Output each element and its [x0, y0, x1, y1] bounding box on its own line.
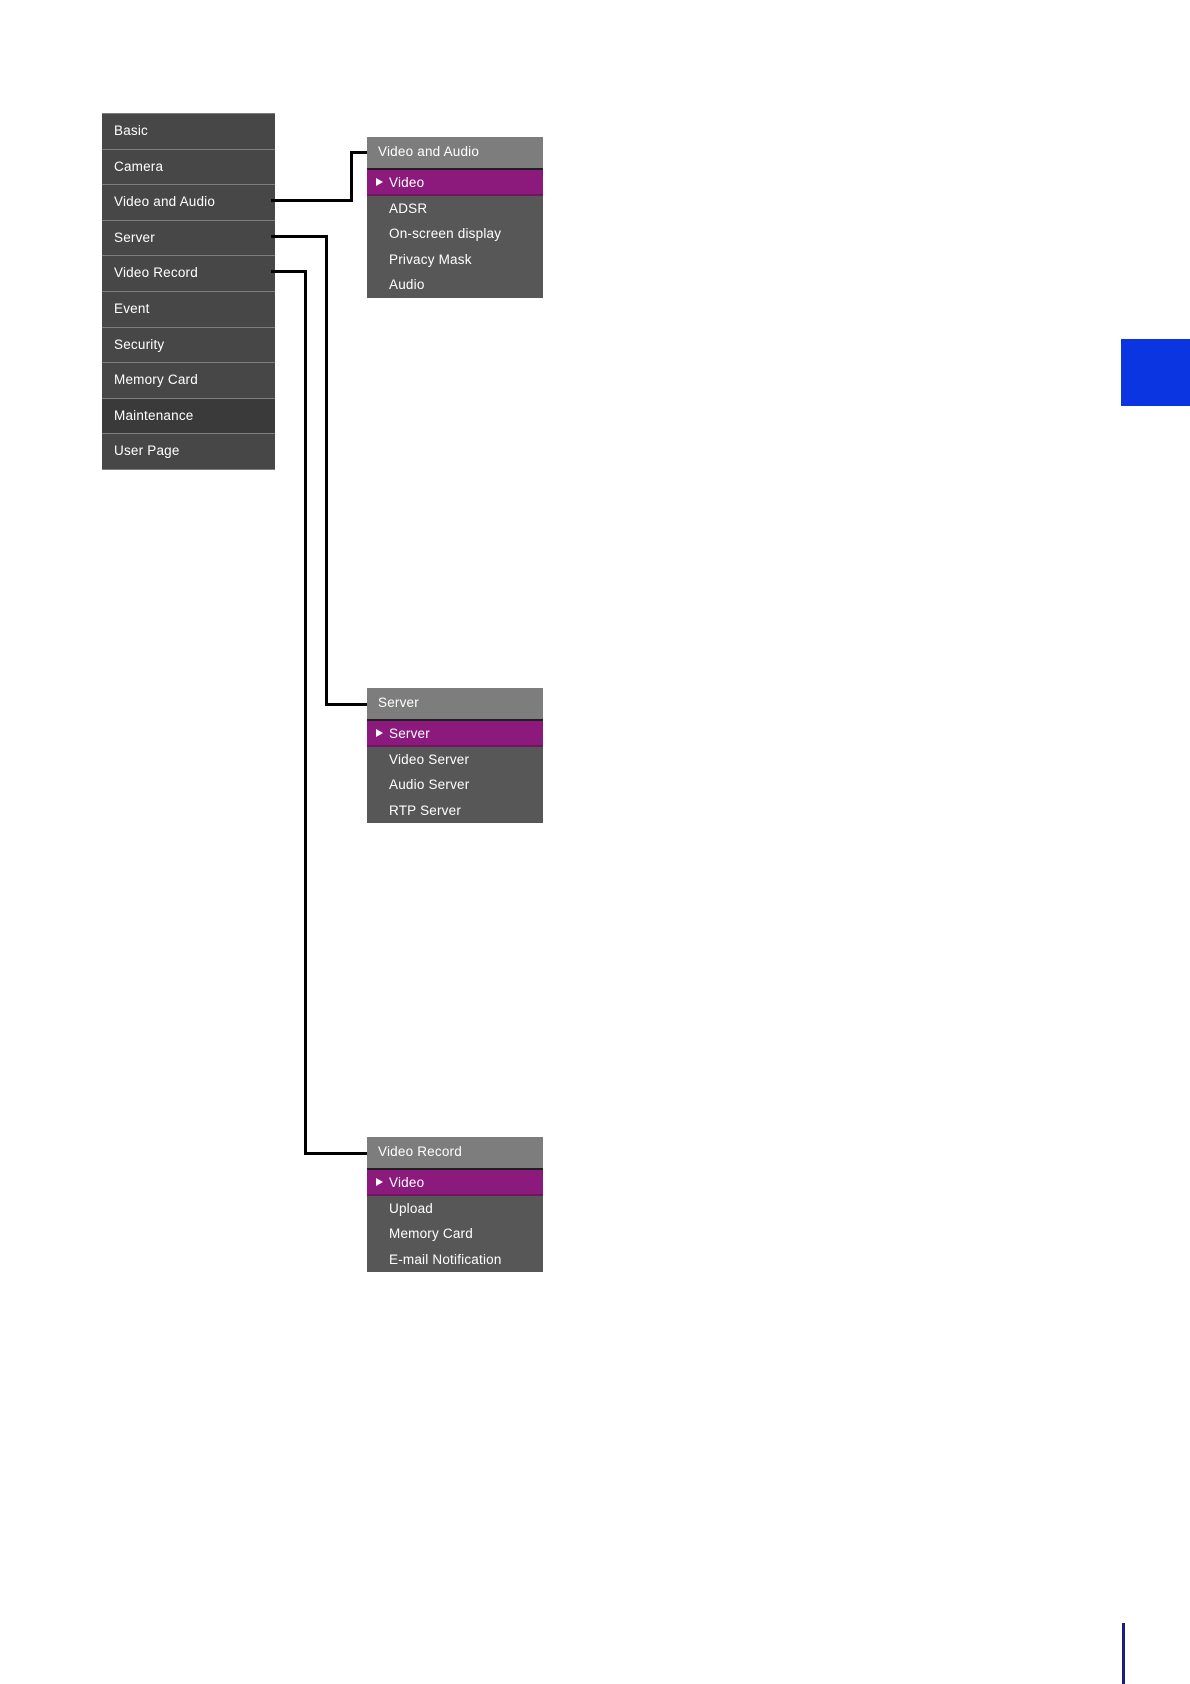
- submenu-item-rtp-server[interactable]: RTP Server: [367, 797, 543, 824]
- menu-item-security[interactable]: Security: [102, 326, 275, 363]
- submenu-panel-video-record: Video Record Video Upload Memory Card E-…: [367, 1137, 543, 1273]
- connector-server-horizontal: [271, 235, 328, 238]
- settings-main-menu: Basic Camera Video and Audio Server Vide…: [102, 113, 275, 470]
- menu-item-memory-card[interactable]: Memory Card: [102, 362, 275, 398]
- connector-server-vertical: [325, 235, 328, 706]
- submenu-header-video-and-audio: Video and Audio: [367, 137, 543, 170]
- selected-arrow-icon: [376, 1178, 383, 1187]
- menu-item-video-record[interactable]: Video Record: [102, 255, 275, 291]
- submenu-item-label: Server: [389, 726, 430, 741]
- menu-item-basic[interactable]: Basic: [102, 113, 275, 149]
- submenu-item-label: E-mail Notification: [389, 1251, 502, 1267]
- menu-item-event[interactable]: Event: [102, 290, 275, 327]
- submenu-item-label: Privacy Mask: [389, 251, 472, 267]
- selected-arrow-icon: [376, 178, 383, 187]
- submenu-item-label: RTP Server: [389, 802, 462, 818]
- connector-video-record-vertical: [304, 270, 307, 1155]
- page-edge-rule: [1122, 1623, 1125, 1684]
- submenu-item-label: Audio Server: [389, 777, 470, 793]
- submenu-item-video[interactable]: Video: [367, 170, 543, 196]
- menu-item-user-page[interactable]: User Page: [102, 433, 275, 469]
- submenu-item-upload[interactable]: Upload: [367, 1195, 543, 1222]
- submenu-header-video-record: Video Record: [367, 1137, 543, 1170]
- submenu-header-server: Server: [367, 688, 543, 721]
- submenu-item-video-record-video[interactable]: Video: [367, 1170, 543, 1196]
- menu-item-server[interactable]: Server: [102, 219, 275, 256]
- connector-server-stub: [325, 703, 375, 706]
- submenu-item-label: ADSR: [389, 200, 428, 216]
- submenu-panel-server: Server Server Video Server Audio Server …: [367, 688, 543, 824]
- submenu-item-on-screen-display[interactable]: On-screen display: [367, 221, 543, 247]
- submenu-item-adsr[interactable]: ADSR: [367, 195, 543, 222]
- connector-video-audio-horizontal: [271, 199, 353, 202]
- submenu-item-email-notification[interactable]: E-mail Notification: [367, 1246, 543, 1273]
- submenu-item-memory-card[interactable]: Memory Card: [367, 1221, 543, 1247]
- connector-video-audio-stub: [350, 151, 376, 154]
- submenu-item-privacy-mask[interactable]: Privacy Mask: [367, 246, 543, 273]
- menu-item-video-and-audio[interactable]: Video and Audio: [102, 184, 275, 220]
- submenu-item-video-server[interactable]: Video Server: [367, 746, 543, 773]
- submenu-item-audio[interactable]: Audio: [367, 272, 543, 298]
- submenu-item-server[interactable]: Server: [367, 721, 543, 747]
- connector-video-record-horizontal: [271, 270, 307, 273]
- submenu-panel-video-and-audio: Video and Audio Video ADSR On-screen dis…: [367, 137, 543, 298]
- selected-arrow-icon: [376, 729, 383, 738]
- submenu-item-label: Video Server: [389, 751, 470, 767]
- chapter-tab: [1121, 339, 1190, 406]
- submenu-item-label: Upload: [389, 1200, 433, 1216]
- connector-video-audio-vertical: [350, 151, 353, 202]
- menu-item-maintenance[interactable]: Maintenance: [102, 397, 275, 434]
- submenu-item-audio-server[interactable]: Audio Server: [367, 772, 543, 798]
- submenu-item-label: Audio: [389, 277, 425, 293]
- connector-video-record-stub: [304, 1152, 374, 1155]
- submenu-item-label: Video: [389, 1175, 425, 1190]
- menu-item-camera[interactable]: Camera: [102, 148, 275, 185]
- submenu-item-label: On-screen display: [389, 226, 502, 242]
- submenu-item-label: Memory Card: [389, 1226, 473, 1242]
- submenu-item-label: Video: [389, 175, 425, 190]
